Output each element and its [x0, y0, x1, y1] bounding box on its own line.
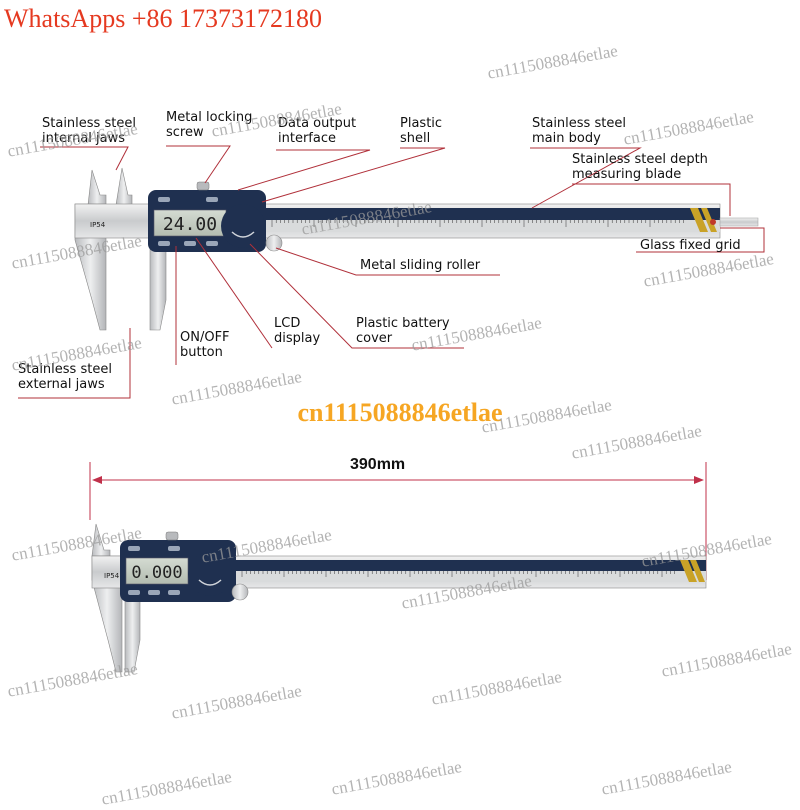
top-on-off-button — [158, 241, 170, 246]
contact-header: WhatsApps +86 17373172180 — [4, 4, 322, 33]
top-locking-screw — [196, 181, 210, 191]
top-button-4 — [206, 241, 218, 246]
top-battery-cover — [221, 204, 265, 248]
top-scale-ticks — [271, 220, 684, 227]
bottom-ip-label: IP54 — [104, 572, 120, 580]
dimension-arrow-left — [92, 476, 102, 484]
callout-depth-blade — [572, 183, 731, 216]
callout-battery-cover — [249, 243, 464, 349]
label-locking-screw: Metal locking screw — [166, 110, 253, 140]
top-sliding-roller — [265, 234, 283, 252]
top-gold-stripe-1 — [690, 208, 708, 232]
callout-plastic-shell — [261, 147, 446, 203]
label-lcd-display: LCD display — [274, 316, 321, 346]
label-sliding-roller: Metal sliding roller — [360, 258, 481, 273]
bottom-button-3 — [128, 590, 140, 595]
bottom-button-5 — [168, 590, 180, 595]
callout-sliding-roller — [275, 247, 500, 276]
callout-glass-grid — [636, 227, 765, 253]
label-depth-blade: Stainless steel depth measuring blade — [572, 152, 708, 182]
label-battery-cover: Plastic battery cover — [356, 316, 450, 346]
bottom-locking-screw — [165, 531, 179, 541]
label-internal-jaws: Stainless steel internal jaws — [42, 116, 136, 146]
label-glass-grid: Glass fixed grid — [640, 238, 741, 253]
top-lcd-reading: 24.00 — [163, 214, 217, 235]
dimension-arrow-right — [694, 476, 704, 484]
top-internal-jaw-left — [87, 169, 107, 206]
bottom-lcd-reading: 0.000 — [131, 563, 182, 583]
callout-lcd — [195, 237, 273, 349]
bottom-sliding-roller — [231, 583, 249, 601]
callout-locking-screw — [166, 145, 231, 184]
center-watermark: cn1115088846etlae — [297, 398, 503, 427]
bottom-button-4 — [148, 590, 160, 595]
label-external-jaws: Stainless steel external jaws — [18, 362, 112, 392]
bottom-caliper: IP54 0.000 — [91, 523, 707, 673]
top-button-3 — [184, 241, 196, 246]
top-ip-label: IP54 — [90, 221, 106, 229]
top-gold-stripe-2 — [701, 208, 717, 232]
bottom-beam-scale-strip — [235, 571, 706, 582]
top-internal-jaw-right — [115, 167, 133, 206]
bottom-lcd-screen — [125, 557, 189, 585]
bottom-internal-jaw-left — [91, 523, 111, 557]
callout-lines — [18, 145, 765, 399]
top-caliper: IP54 24.00 — [74, 167, 759, 331]
dimension-label: 390mm — [350, 456, 406, 473]
label-on-off: ON/OFF button — [180, 330, 230, 360]
label-data-output: Data output interface — [278, 116, 357, 146]
top-depth-blade — [719, 217, 759, 227]
callout-external-jaws — [18, 328, 131, 399]
callout-internal-jaws — [40, 146, 129, 171]
bottom-battery-cover — [188, 552, 232, 596]
top-lcd-screen — [153, 209, 227, 237]
bottom-scale-ticks — [241, 571, 675, 577]
callout-main-body — [530, 147, 642, 209]
bottom-gold-stripe-2 — [690, 560, 705, 582]
top-beam-scale-strip — [265, 220, 720, 232]
callout-data-output — [237, 149, 371, 191]
bottom-button-1 — [128, 546, 140, 551]
top-end-screw — [710, 219, 716, 225]
bottom-battery-arrow — [198, 579, 222, 586]
bottom-gold-stripe-1 — [680, 560, 697, 582]
top-sliding-external-jaw — [149, 239, 167, 331]
label-plastic-shell: Plastic shell — [400, 116, 443, 146]
label-main-body: Stainless steel main body — [532, 116, 626, 146]
top-battery-arrow — [231, 231, 255, 238]
bottom-button-2 — [168, 546, 180, 551]
top-button-1 — [158, 197, 170, 202]
top-button-2 — [206, 197, 218, 202]
